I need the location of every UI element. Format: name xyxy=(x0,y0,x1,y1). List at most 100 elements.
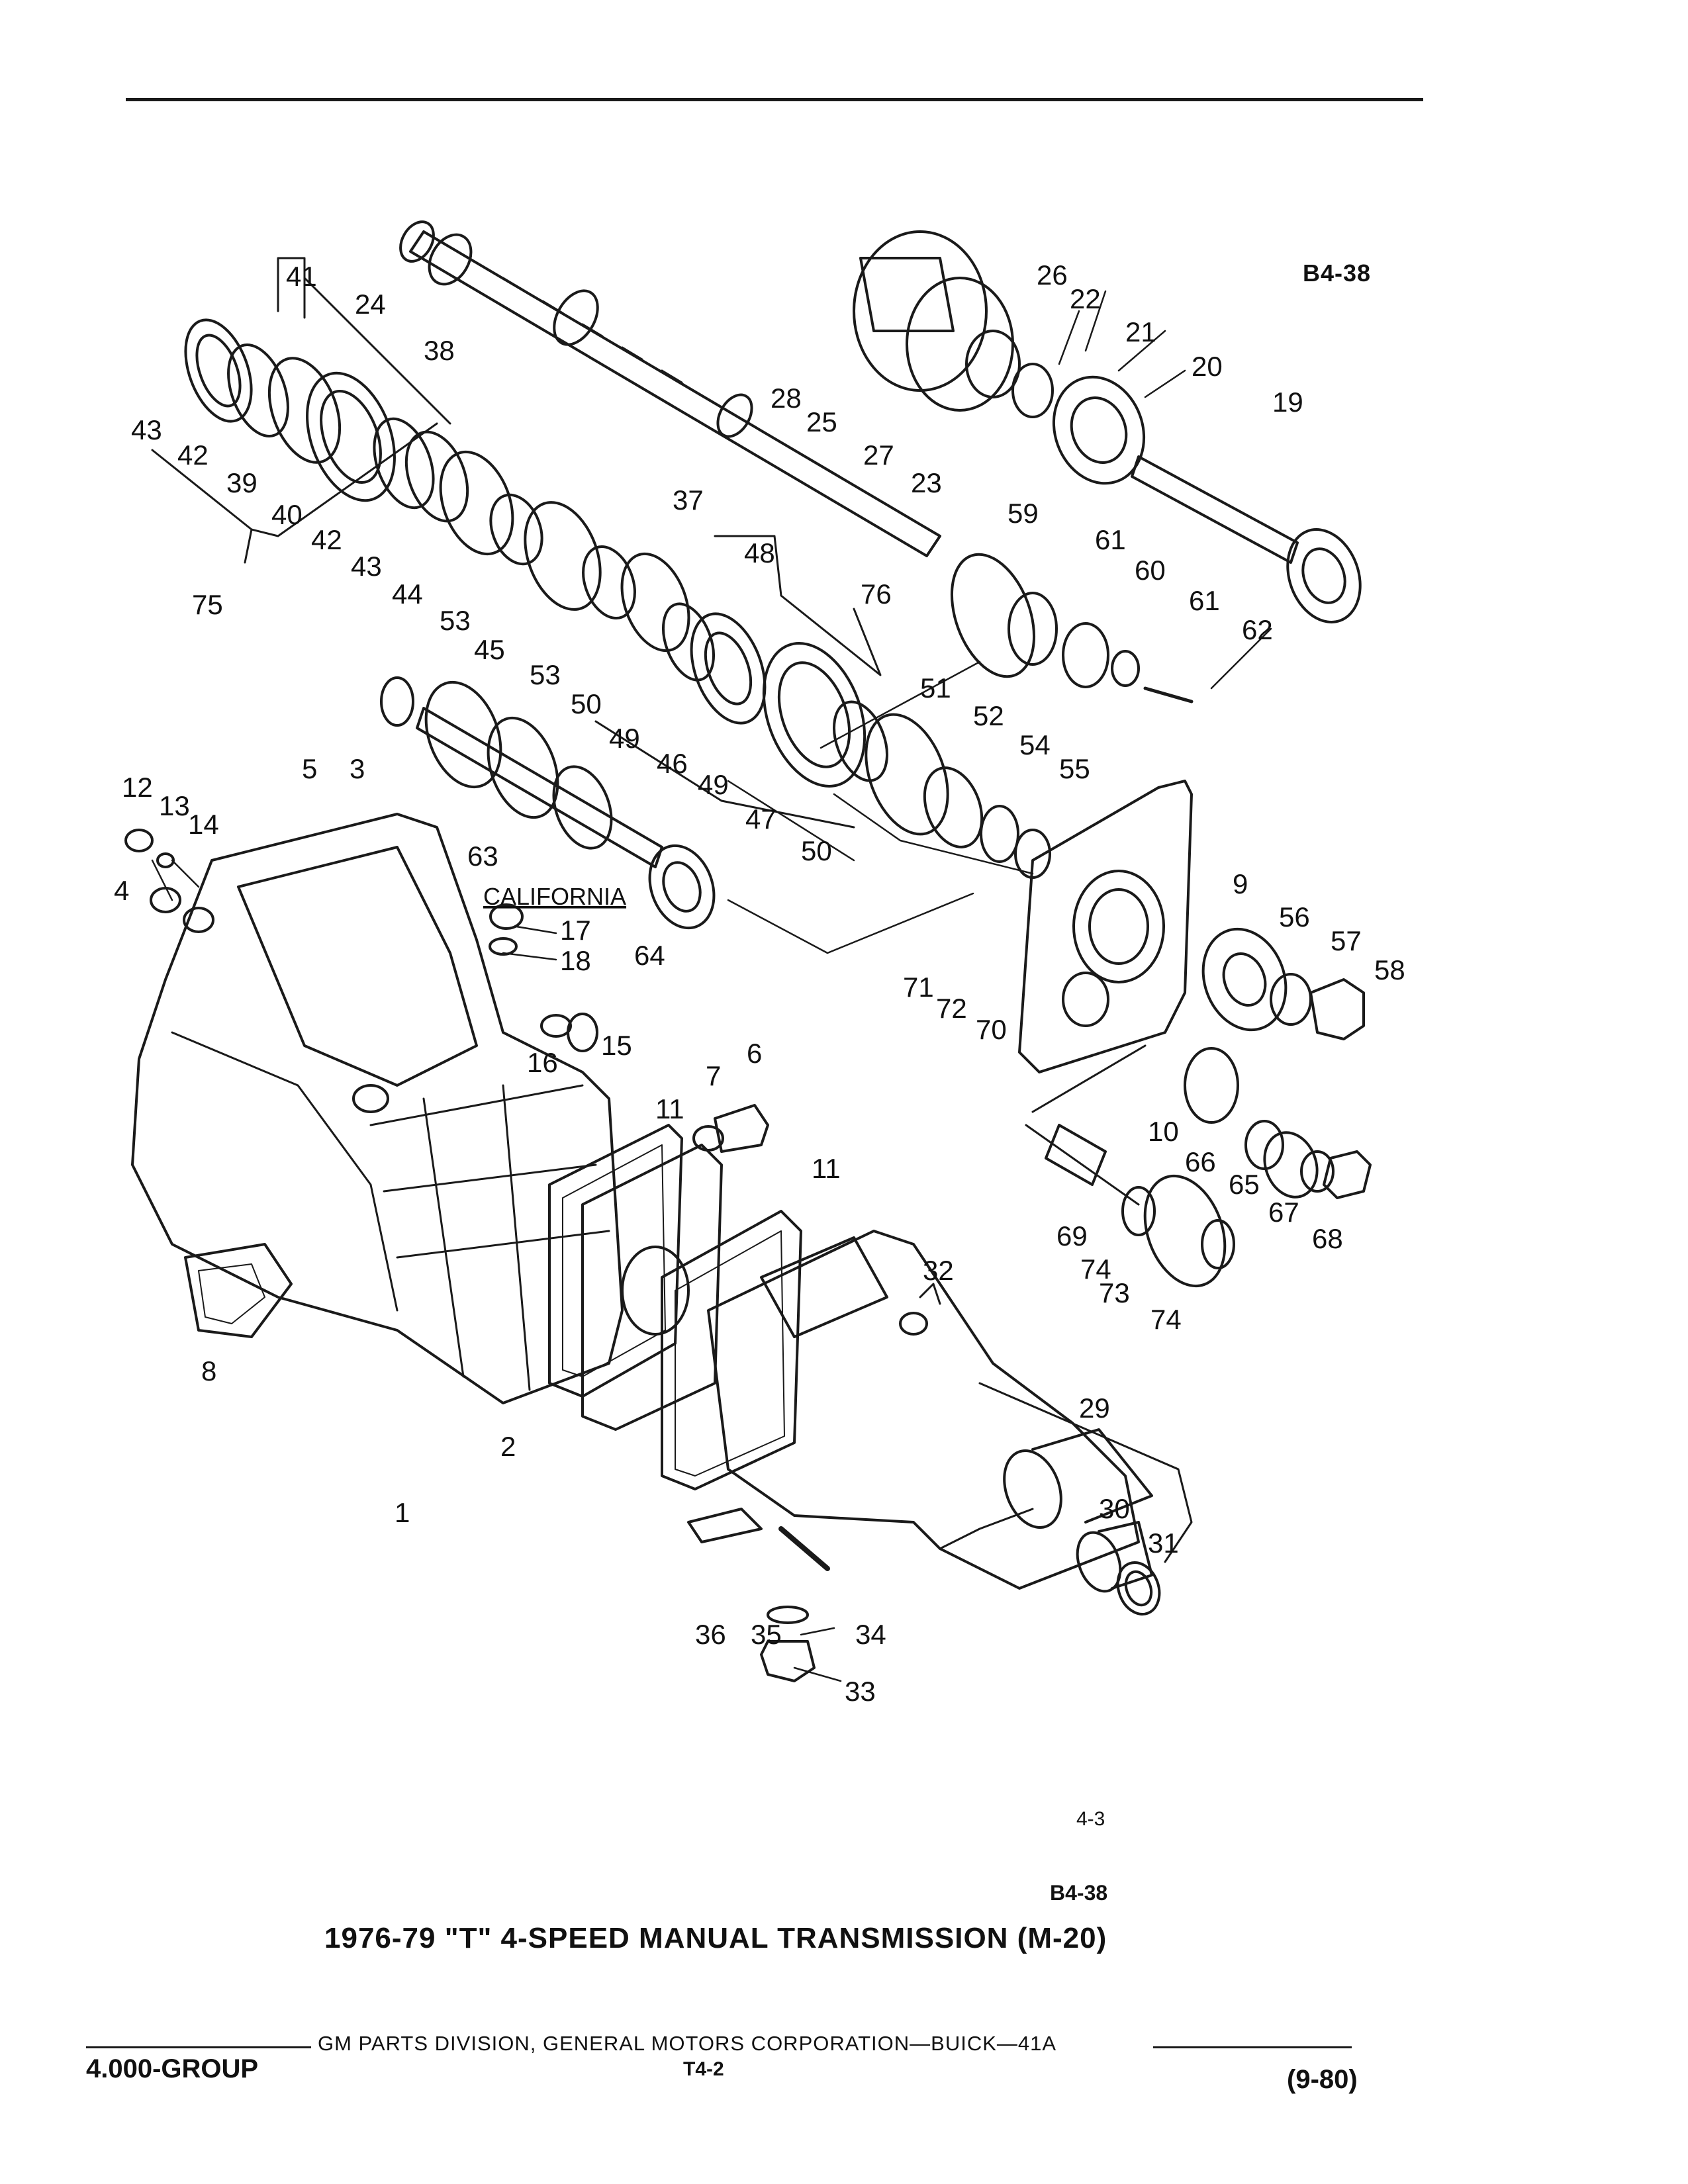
callout-49b: 49 xyxy=(698,769,729,800)
synchronizer-assembly-center xyxy=(594,535,888,829)
callout-50b: 50 xyxy=(801,835,832,866)
input-shaft xyxy=(853,230,1362,623)
callout-20: 20 xyxy=(1192,351,1223,382)
callout-44: 44 xyxy=(392,578,423,610)
footer-group: 4.000-GROUP xyxy=(86,2054,259,2083)
callout-29: 29 xyxy=(1079,1392,1110,1424)
callout-73: 73 xyxy=(1099,1277,1130,1308)
callout-41: 41 xyxy=(286,261,317,292)
callout-23: 23 xyxy=(911,467,942,498)
callout-1: 1 xyxy=(395,1497,410,1528)
callout-12: 12 xyxy=(122,772,153,803)
callout-74b: 74 xyxy=(1150,1304,1182,1335)
callout-70: 70 xyxy=(976,1014,1007,1045)
callout-31: 31 xyxy=(1148,1527,1179,1559)
page-number: 4-3 xyxy=(1076,1808,1105,1830)
callout-24: 24 xyxy=(355,289,386,320)
callout-50a: 50 xyxy=(571,688,602,719)
callout-7: 7 xyxy=(706,1060,721,1091)
figure-code-bottom: B4-38 xyxy=(1050,1881,1108,1905)
callout-58: 58 xyxy=(1374,954,1405,985)
clutch-housing xyxy=(124,813,769,1404)
callout-25: 25 xyxy=(806,406,837,437)
callout-15: 15 xyxy=(601,1030,632,1061)
callout-65: 65 xyxy=(1229,1169,1260,1200)
gasket-and-adapter-plate xyxy=(548,1124,802,1490)
callout-72: 72 xyxy=(936,993,967,1024)
callout-8: 8 xyxy=(201,1355,216,1387)
callout-59: 59 xyxy=(1008,498,1039,529)
callout-53a: 53 xyxy=(440,605,471,636)
footer-date: (9-80) xyxy=(1287,2065,1358,2094)
callout-66: 66 xyxy=(1185,1146,1216,1177)
main-shaft xyxy=(399,220,941,557)
callout-63: 63 xyxy=(467,841,498,872)
callout-40: 40 xyxy=(271,499,303,530)
callout-37: 37 xyxy=(673,484,704,516)
callout-2: 2 xyxy=(500,1431,516,1462)
callout-74a: 74 xyxy=(1080,1253,1111,1285)
callout-21: 21 xyxy=(1125,316,1156,347)
figure-code: B4-38 xyxy=(1303,259,1372,287)
callout-10: 10 xyxy=(1148,1116,1179,1147)
reverse-idler-gear xyxy=(865,553,1194,879)
callout-47: 47 xyxy=(745,803,776,835)
callouts: 1 2 3 4 5 6 7 8 9 10 11 11 12 13 14 15 1… xyxy=(114,259,1405,1707)
callout-46: 46 xyxy=(657,748,688,779)
footer-rule-right xyxy=(1153,2046,1352,2048)
callout-34: 34 xyxy=(855,1619,886,1650)
callout-39: 39 xyxy=(226,467,258,498)
callout-68: 68 xyxy=(1312,1223,1343,1254)
callout-75: 75 xyxy=(192,589,223,620)
callout-55: 55 xyxy=(1059,753,1090,784)
callout-71: 71 xyxy=(903,972,934,1003)
callout-26: 26 xyxy=(1037,259,1068,291)
callout-67: 67 xyxy=(1268,1197,1299,1228)
callout-4: 4 xyxy=(114,875,129,906)
figure-caption: 1976-79 "T" 4-SPEED MANUAL TRANSMISSION … xyxy=(324,1922,1107,1954)
footer-ref: T4-2 xyxy=(683,2058,724,2080)
callout-64: 64 xyxy=(634,940,665,971)
callout-11a: 11 xyxy=(655,1093,684,1124)
callout-5: 5 xyxy=(302,753,317,784)
callout-45: 45 xyxy=(474,634,505,665)
callout-16: 16 xyxy=(527,1047,558,1078)
callout-22: 22 xyxy=(1070,283,1101,314)
callout-9: 9 xyxy=(1233,868,1248,899)
extension-housing xyxy=(687,1230,1193,1682)
callout-19: 19 xyxy=(1272,387,1303,418)
callout-42b: 42 xyxy=(311,524,342,555)
callout-30: 30 xyxy=(1099,1493,1130,1524)
callout-43b: 43 xyxy=(351,551,382,582)
footer-rule-left xyxy=(86,2046,311,2048)
callout-13: 13 xyxy=(159,790,190,821)
callout-61b: 61 xyxy=(1189,585,1220,616)
callout-62: 62 xyxy=(1242,614,1273,645)
callout-76: 76 xyxy=(861,578,892,610)
callout-49a: 49 xyxy=(609,723,640,754)
callout-53b: 53 xyxy=(530,659,561,690)
callout-36: 36 xyxy=(695,1619,726,1650)
callout-35: 35 xyxy=(751,1619,782,1650)
callout-57: 57 xyxy=(1331,925,1362,956)
callout-11b: 11 xyxy=(812,1153,841,1184)
callout-56: 56 xyxy=(1279,901,1310,933)
callout-27: 27 xyxy=(863,439,894,471)
callout-17: 17 xyxy=(560,915,591,946)
callout-69: 69 xyxy=(1056,1220,1088,1251)
callout-14: 14 xyxy=(188,809,219,840)
callout-42a: 42 xyxy=(177,439,209,471)
callout-18: 18 xyxy=(560,945,591,976)
countershaft-gear xyxy=(380,676,716,930)
callout-38: 38 xyxy=(424,335,455,366)
synchronizer-assembly-left xyxy=(151,257,690,653)
callout-51: 51 xyxy=(920,672,951,704)
callout-61a: 61 xyxy=(1095,524,1126,555)
callout-3: 3 xyxy=(350,753,365,784)
intermediate-plate xyxy=(1018,780,1372,1288)
callout-48: 48 xyxy=(744,537,775,569)
leader-lines xyxy=(151,290,1272,1682)
callout-54: 54 xyxy=(1019,729,1051,760)
footer-source: GM PARTS DIVISION, GENERAL MOTORS CORPOR… xyxy=(318,2032,1057,2055)
